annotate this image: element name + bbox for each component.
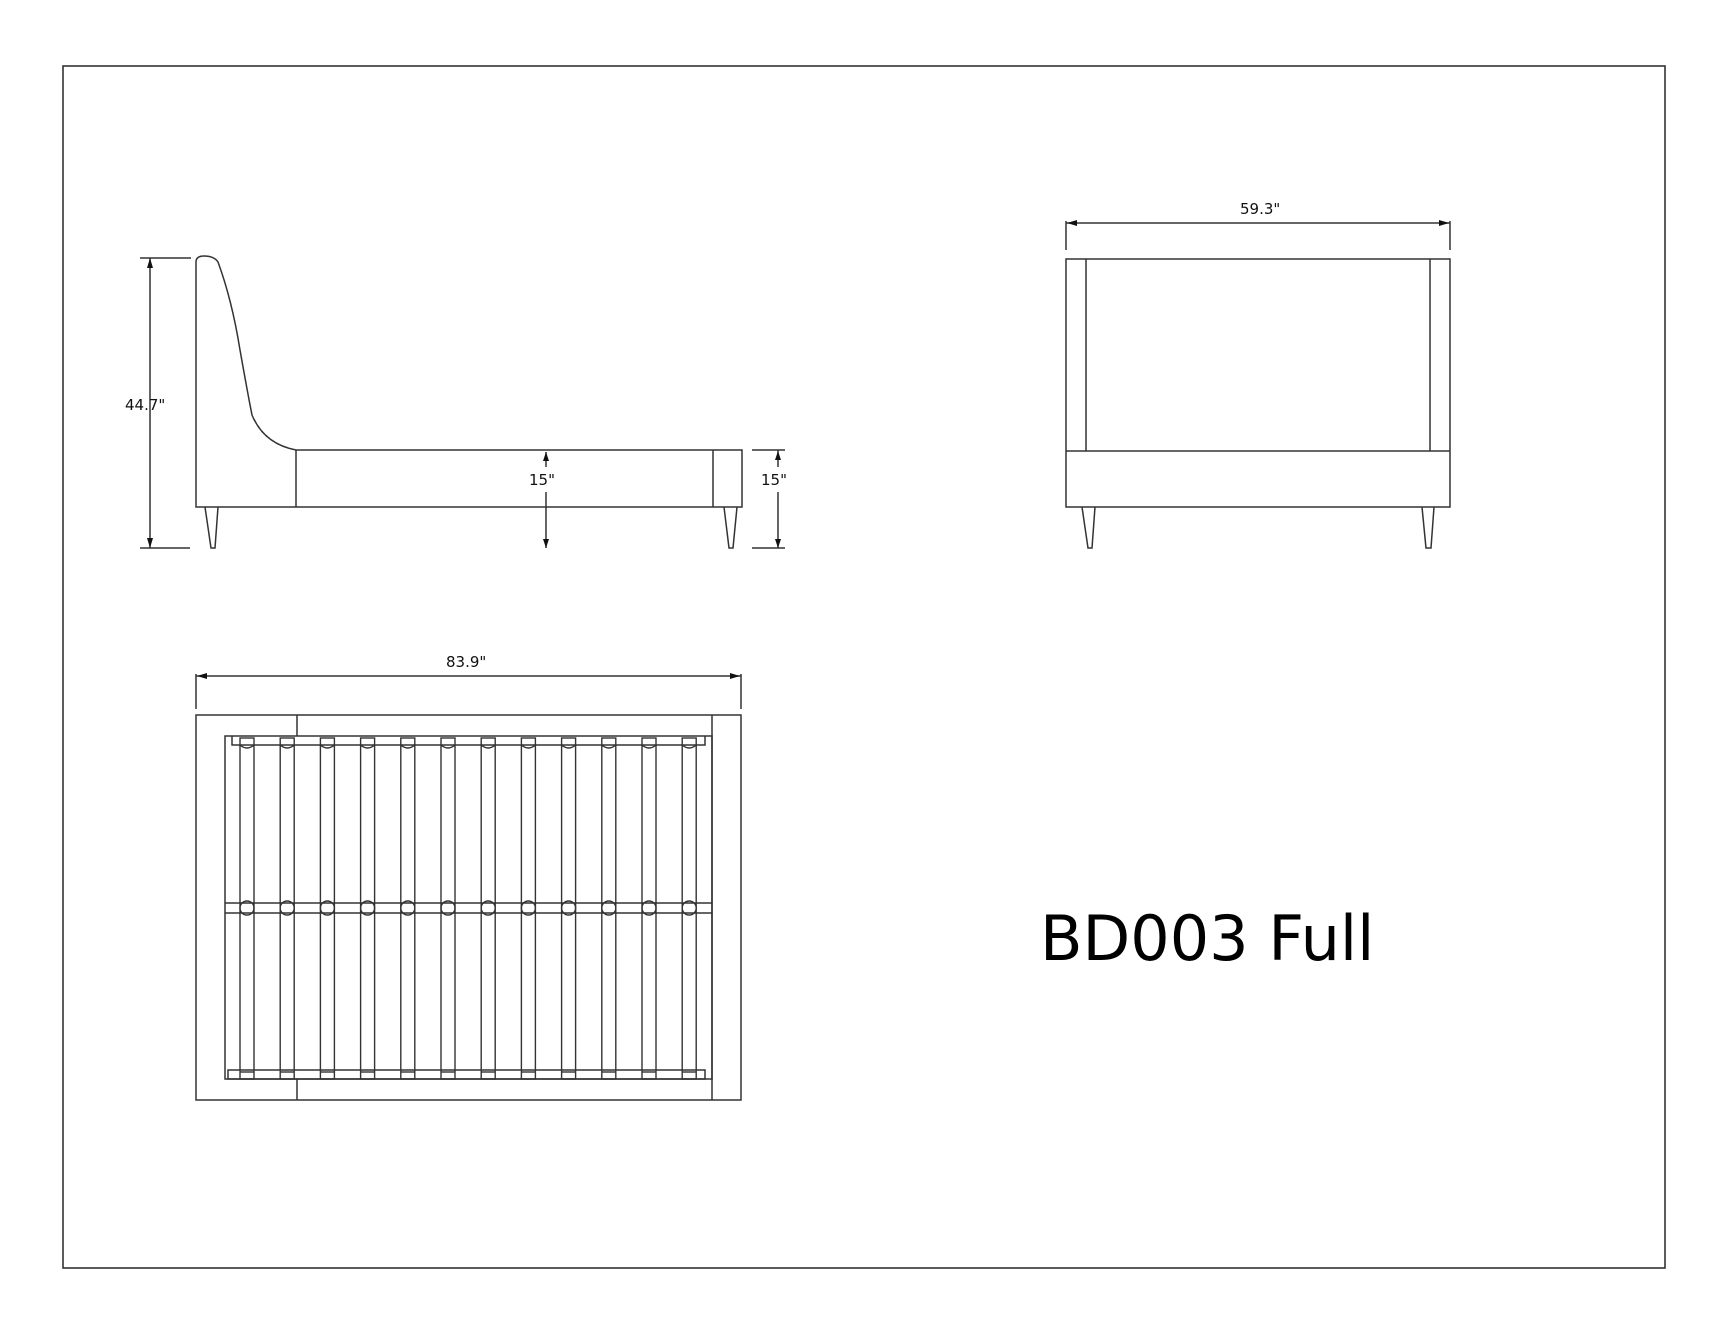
front-width-label: 59.3" [1240,200,1280,218]
front-view [1065,221,1451,549]
slat [239,737,255,1080]
slat [400,737,416,1080]
slat [641,737,657,1080]
slat-joint [681,900,697,916]
side-view [140,255,785,549]
bed-slats [239,737,697,1080]
top-length-label: 83.9" [446,653,486,671]
top-view [195,674,742,1101]
slat-joint [400,900,416,916]
slat-joint [319,900,336,916]
slat-joint [641,900,657,916]
slat [681,737,697,1080]
drawing-title: BD003 Full [1040,902,1374,975]
side-foot-height-label: 15" [761,471,787,489]
slat [480,737,496,1080]
slat [319,737,336,1080]
side-height-label: 44.7" [125,396,165,414]
slat-joint [480,900,496,916]
slat [440,737,456,1080]
slat-joint [560,900,577,916]
slat-joint [440,900,456,916]
side-rail-height-label: 15" [529,471,555,489]
slat-joint [239,900,255,916]
slat [279,737,295,1080]
slat-joint [601,900,617,916]
slat [560,737,577,1080]
drawing-border [62,65,1666,1269]
slat [359,737,376,1080]
slat [601,737,617,1080]
slat-joint [359,900,376,916]
slat [520,737,537,1080]
slat-joint [279,900,295,916]
slat-joint [520,900,537,916]
